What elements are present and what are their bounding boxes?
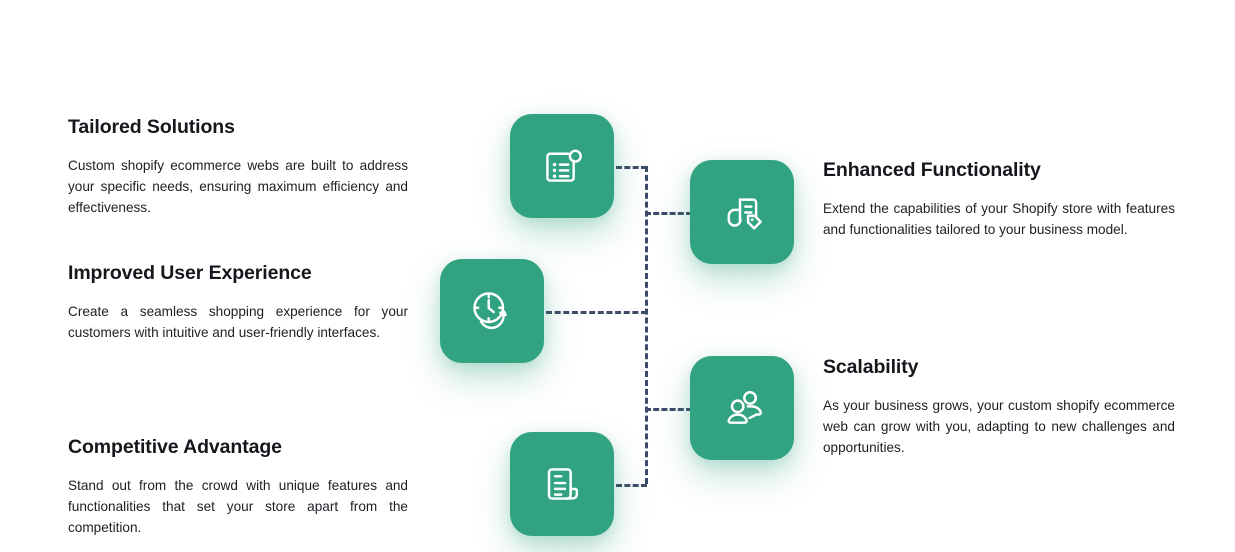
feature-title: Tailored Solutions <box>68 116 235 138</box>
feature-title: Scalability <box>823 356 919 378</box>
connector-spine-vertical <box>645 166 648 484</box>
feature-description: Extend the capabilities of your Shopify … <box>823 201 1175 238</box>
icon-tile-tailored-solutions[interactable] <box>510 114 614 218</box>
feature-block-tailored-solutions: Tailored Solutions Custom shopify ecomme… <box>68 116 408 218</box>
feature-title: Competitive Advantage <box>68 436 282 458</box>
feature-description: Custom shopify ecommerce webs are built … <box>68 158 408 215</box>
connector-branch-tailored-solutions <box>616 166 647 169</box>
document-price-tag-icon <box>714 184 770 240</box>
feature-description: Stand out from the crowd with unique fea… <box>68 478 408 535</box>
icon-tile-scalability[interactable] <box>690 356 794 460</box>
connector-branch-competitive-advantage <box>616 484 647 487</box>
feature-block-competitive-advantage: Competitive Advantage Stand out from the… <box>68 436 408 538</box>
icon-tile-competitive-advantage[interactable] <box>510 432 614 536</box>
feature-block-scalability: Scalability As your business grows, your… <box>823 356 1175 458</box>
checklist-document-icon <box>534 138 590 194</box>
connector-branch-improved-user-experience <box>546 311 647 314</box>
feature-description: Create a seamless shopping experience fo… <box>68 304 408 341</box>
feature-description: As your business grows, your custom shop… <box>823 398 1175 455</box>
icon-tile-enhanced-functionality[interactable] <box>690 160 794 264</box>
connector-branch-scalability <box>645 408 692 411</box>
invoice-receipt-icon <box>534 456 590 512</box>
feature-title: Improved User Experience <box>68 262 312 284</box>
clock-time-icon <box>464 283 520 339</box>
users-group-icon <box>714 380 770 436</box>
feature-block-enhanced-functionality: Enhanced Functionality Extend the capabi… <box>823 159 1175 241</box>
connector-branch-enhanced-functionality <box>645 212 692 215</box>
icon-tile-improved-user-experience[interactable] <box>440 259 544 363</box>
feature-block-improved-user-experience: Improved User Experience Create a seamle… <box>68 262 408 344</box>
feature-title: Enhanced Functionality <box>823 159 1041 181</box>
